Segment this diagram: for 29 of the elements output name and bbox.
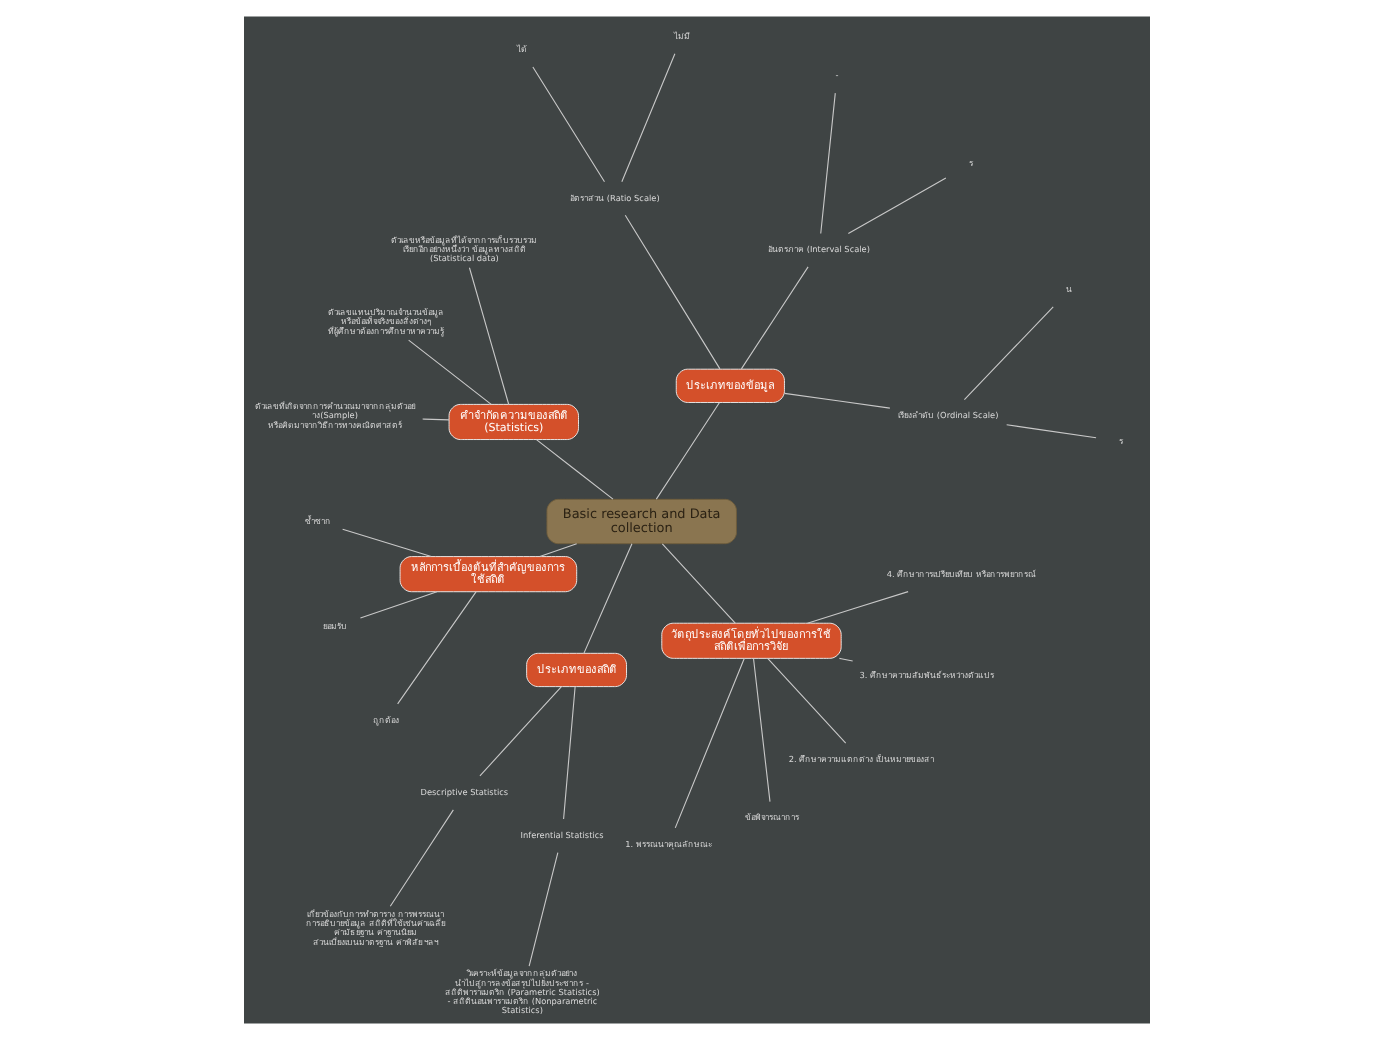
connector bbox=[673, 657, 744, 829]
connector bbox=[582, 543, 632, 654]
connector bbox=[739, 266, 808, 370]
connector bbox=[660, 543, 735, 624]
connector bbox=[654, 402, 719, 500]
connector bbox=[846, 177, 946, 235]
connector bbox=[1005, 424, 1096, 439]
connector bbox=[620, 53, 675, 183]
connector bbox=[341, 528, 431, 558]
connector bbox=[478, 686, 561, 777]
connector bbox=[562, 686, 575, 820]
connector bbox=[782, 392, 890, 409]
connector bbox=[766, 657, 846, 744]
connector bbox=[467, 267, 509, 405]
connector bbox=[751, 657, 770, 803]
connector bbox=[623, 214, 720, 370]
connector bbox=[388, 809, 453, 907]
connector bbox=[538, 543, 577, 558]
connector bbox=[527, 852, 558, 967]
connector bbox=[358, 591, 437, 619]
connector bbox=[962, 306, 1053, 401]
connector bbox=[396, 591, 476, 705]
connector bbox=[421, 418, 449, 421]
connector bbox=[531, 66, 605, 183]
connector bbox=[407, 339, 491, 405]
connector bbox=[819, 92, 835, 234]
connector bbox=[837, 657, 853, 662]
connector bbox=[534, 439, 613, 500]
connector bbox=[805, 591, 908, 624]
